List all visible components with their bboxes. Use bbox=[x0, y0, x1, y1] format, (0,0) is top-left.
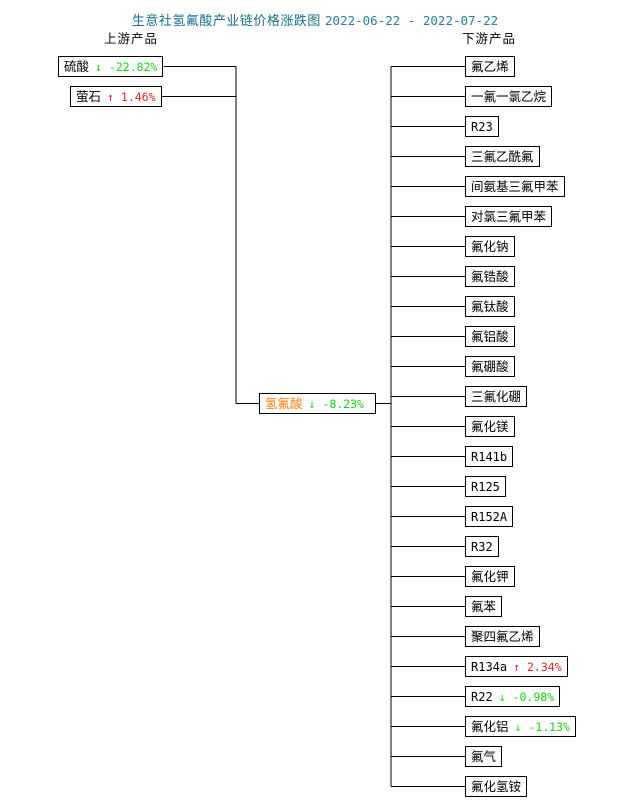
downstream-node-18[interactable]: 氟化钾 bbox=[465, 566, 515, 587]
change-value: -8.23% bbox=[322, 397, 364, 411]
node-label: 硫酸 bbox=[64, 59, 90, 74]
node-label: 氟化钠 bbox=[471, 239, 509, 254]
node-label: 氟化钾 bbox=[471, 569, 509, 584]
downstream-node-8[interactable]: 氟锆酸 bbox=[465, 266, 515, 287]
downstream-node-1[interactable]: 氟乙烯 bbox=[465, 56, 515, 77]
node-label: 氢氟酸 bbox=[265, 396, 303, 411]
downstream-node-10[interactable]: 氟铝酸 bbox=[465, 326, 515, 347]
arrow-up-icon: ↑ bbox=[107, 90, 114, 104]
node-label: 氟化镁 bbox=[471, 419, 509, 434]
downstream-node-4[interactable]: 三氟乙酰氟 bbox=[465, 146, 540, 167]
downstream-node-15[interactable]: R125 bbox=[465, 476, 506, 497]
downstream-node-24[interactable]: 氟气 bbox=[465, 746, 503, 767]
downstream-node-12[interactable]: 三氟化硼 bbox=[465, 386, 528, 407]
downstream-node-22[interactable]: R22 ↓ -0.98% bbox=[465, 686, 561, 707]
arrow-up-icon: ↑ bbox=[513, 660, 521, 674]
node-label: R23 bbox=[471, 120, 493, 134]
downstream-node-16[interactable]: R152A bbox=[465, 506, 514, 527]
downstream-node-13[interactable]: 氟化镁 bbox=[465, 416, 515, 437]
downstream-node-25[interactable]: 氟化氢铵 bbox=[465, 776, 528, 797]
node-label: R125 bbox=[471, 480, 500, 494]
downstream-node-14[interactable]: R141b bbox=[465, 446, 514, 467]
node-label: R22 bbox=[471, 690, 493, 704]
node-label: 氟铝酸 bbox=[471, 329, 509, 344]
upstream-node-1[interactable]: 硫酸 ↓ -22.82% bbox=[58, 56, 164, 77]
downstream-node-3[interactable]: R23 bbox=[465, 116, 499, 137]
node-label: 氟化氢铵 bbox=[471, 779, 522, 794]
node-label: 氟锆酸 bbox=[471, 269, 509, 284]
change-down-indicator: ↓ -0.98% bbox=[499, 690, 554, 704]
change-value: -22.82% bbox=[108, 60, 158, 74]
change-value: -1.13% bbox=[528, 720, 570, 734]
downstream-node-5[interactable]: 间氨基三氟甲苯 bbox=[465, 176, 565, 197]
node-label: 氟钛酸 bbox=[471, 299, 509, 314]
node-label: 三氟乙酰氟 bbox=[471, 149, 534, 164]
upstream-node-2[interactable]: 萤石 ↑ 1.46% bbox=[70, 86, 162, 107]
chart-title: 生意社氢氟酸产业链价格涨跌图 2022-06-22 - 2022-07-22 bbox=[0, 10, 630, 29]
downstream-column-header: 下游产品 bbox=[462, 31, 517, 46]
change-down-indicator: ↓ -1.13% bbox=[515, 720, 570, 734]
upstream-column-header: 上游产品 bbox=[104, 31, 159, 46]
node-label: 间氨基三氟甲苯 bbox=[471, 179, 559, 194]
arrow-down-icon: ↓ bbox=[308, 397, 316, 411]
arrow-down-icon: ↓ bbox=[514, 720, 522, 734]
node-label: 氟乙烯 bbox=[471, 59, 509, 74]
node-label: 对氯三氟甲苯 bbox=[471, 209, 547, 224]
node-label: 一氟一氯乙烷 bbox=[471, 89, 547, 104]
node-label: R134a bbox=[471, 660, 508, 674]
node-label: R141b bbox=[471, 450, 508, 464]
downstream-node-17[interactable]: R32 bbox=[465, 536, 499, 557]
downstream-node-21[interactable]: R134a ↑ 2.34% bbox=[465, 656, 568, 677]
change-down-indicator: ↓ -22.82% bbox=[95, 60, 157, 74]
chart-title-text: 生意社氢氟酸产业链价格涨跌图 bbox=[131, 14, 321, 29]
downstream-node-23[interactable]: 氟化铝 ↓ -1.13% bbox=[465, 716, 576, 737]
downstream-node-2[interactable]: 一氟一氯乙烷 bbox=[465, 86, 553, 107]
change-up-indicator: ↑ 2.34% bbox=[513, 660, 562, 674]
node-label: 氟气 bbox=[471, 749, 497, 764]
chart-date-range: 2022-06-22 - 2022-07-22 bbox=[325, 13, 499, 28]
downstream-node-7[interactable]: 氟化钠 bbox=[465, 236, 515, 257]
node-label: R32 bbox=[471, 540, 493, 554]
change-down-indicator: ↓ -8.23% bbox=[309, 397, 364, 411]
downstream-node-9[interactable]: 氟钛酸 bbox=[465, 296, 515, 317]
downstream-node-19[interactable]: 氟苯 bbox=[465, 596, 503, 617]
node-label: 氟苯 bbox=[471, 599, 497, 614]
node-label: 三氟化硼 bbox=[471, 389, 522, 404]
node-label: R152A bbox=[471, 510, 508, 524]
node-label: 氟硼酸 bbox=[471, 359, 509, 374]
change-up-indicator: ↑ 1.46% bbox=[107, 90, 156, 104]
node-label: 氟化铝 bbox=[471, 719, 509, 734]
node-label: 萤石 bbox=[76, 89, 102, 104]
node-label: 聚四氟乙烯 bbox=[471, 629, 534, 644]
center-node-hydrofluoric-acid[interactable]: 氢氟酸 ↓ -8.23% bbox=[259, 393, 376, 414]
downstream-node-20[interactable]: 聚四氟乙烯 bbox=[465, 626, 540, 647]
change-value: -0.98% bbox=[512, 690, 555, 704]
arrow-down-icon: ↓ bbox=[95, 60, 102, 74]
downstream-node-11[interactable]: 氟硼酸 bbox=[465, 356, 515, 377]
change-value: 1.46% bbox=[120, 90, 156, 104]
downstream-node-6[interactable]: 对氯三氟甲苯 bbox=[465, 206, 553, 227]
arrow-down-icon: ↓ bbox=[498, 690, 506, 704]
change-value: 2.34% bbox=[527, 660, 562, 674]
